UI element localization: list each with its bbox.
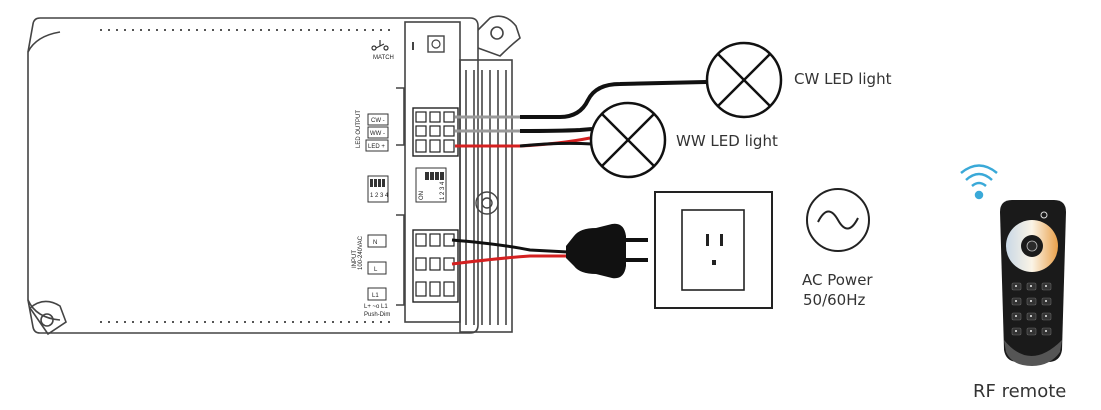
ww-led-light-icon [589,101,667,179]
cw-wire [520,80,707,119]
ac-power-label: AC Power [802,271,873,289]
wall-outlet-icon [654,191,773,309]
match-switch-icon [371,40,389,51]
ww-wire [519,127,593,133]
terminal-label-l: L [374,267,378,273]
match-button[interactable] [412,35,445,53]
rf-remote-label: RF remote [973,381,1066,402]
vent-marks [100,29,395,323]
l1-note: L+ ~o L1 [364,304,388,310]
input-rating: 100-240VAC [358,235,364,270]
terminal-label-n: N [373,240,377,246]
input-terminal-block [412,229,459,303]
dip-switch-left[interactable]: 1 2 3 4 [367,175,389,203]
screw-icon [475,191,499,215]
line-wire [451,254,568,266]
cw-led-light-icon [705,41,783,119]
terminal-label-ww: WW - [370,131,385,137]
terminal-label-l1: L1 [372,293,379,299]
terminal-label-cw: CW - [371,118,385,124]
dip-switch-right[interactable] [415,167,447,203]
wireless-signal-icon [960,164,998,200]
dip-left-numbers: 1 2 3 4 [370,193,389,199]
led-output-label: LED OUTPUT [356,110,362,148]
dip-right-numbers: 1 2 3 4 [440,181,446,200]
cw-led-light-label: CW LED light [794,70,892,88]
led-driver [27,15,521,336]
push-dim-label: Push-Dim [364,312,390,318]
led-plus-wire-black [519,141,593,148]
power-plug-icon [566,223,648,279]
input-label: INPUT [352,250,358,268]
output-terminal-block [412,107,459,157]
ac-power-icon [806,188,870,252]
neutral-wire [451,238,569,254]
ww-led-light-label: WW LED light [676,132,778,150]
match-label: MATCH [373,55,394,61]
ac-frequency-label: 50/60Hz [803,291,866,309]
terminal-label-led-plus: LED + [368,144,385,150]
rf-remote-icon [1000,200,1066,366]
dip-on-label: ON [419,191,425,200]
